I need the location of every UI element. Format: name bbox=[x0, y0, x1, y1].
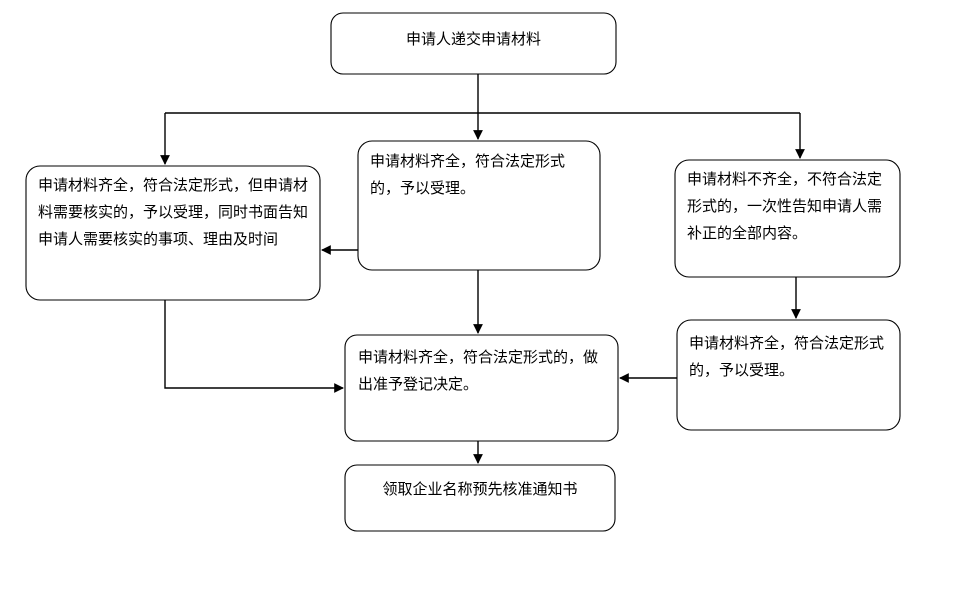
node-receive bbox=[344, 464, 616, 532]
node-verify-needed bbox=[25, 165, 321, 301]
node-incomplete bbox=[674, 159, 901, 278]
node-submit bbox=[330, 12, 617, 75]
edge-verify-needed-to-approve bbox=[164, 300, 344, 393]
node-accept-top bbox=[357, 140, 601, 271]
node-accept-right bbox=[676, 319, 901, 431]
node-approve bbox=[344, 334, 619, 442]
